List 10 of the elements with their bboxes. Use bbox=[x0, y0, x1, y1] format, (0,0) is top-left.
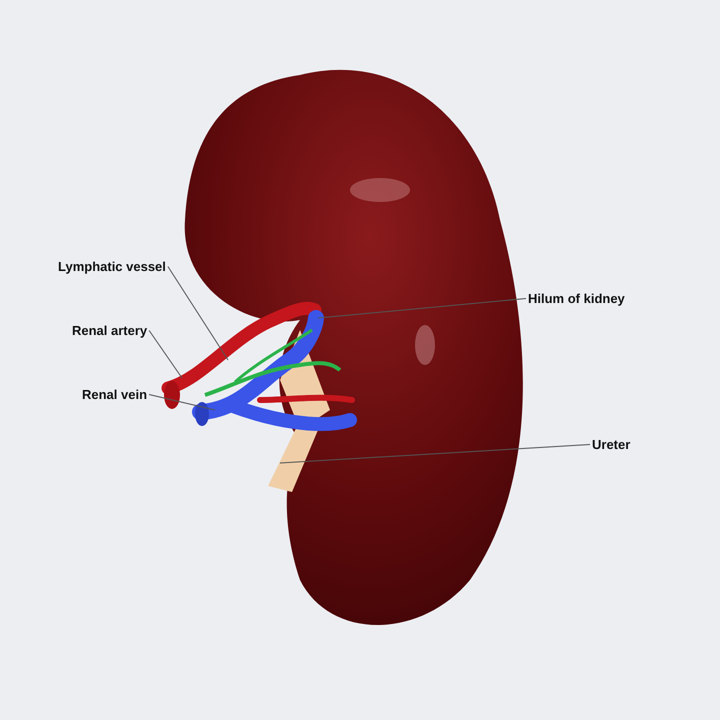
part-label: Renal vein bbox=[80, 386, 150, 403]
leader-line bbox=[167, 266, 228, 360]
part-label: Hilum of kidney bbox=[526, 290, 627, 307]
part-label: Renal artery bbox=[70, 322, 150, 339]
part-label: Ureter bbox=[590, 436, 632, 453]
leader-line bbox=[318, 298, 526, 318]
leader-line bbox=[148, 394, 216, 410]
part-label: Lymphatic vessel bbox=[56, 258, 168, 275]
leader-line bbox=[280, 444, 590, 464]
leader-line bbox=[148, 330, 182, 378]
